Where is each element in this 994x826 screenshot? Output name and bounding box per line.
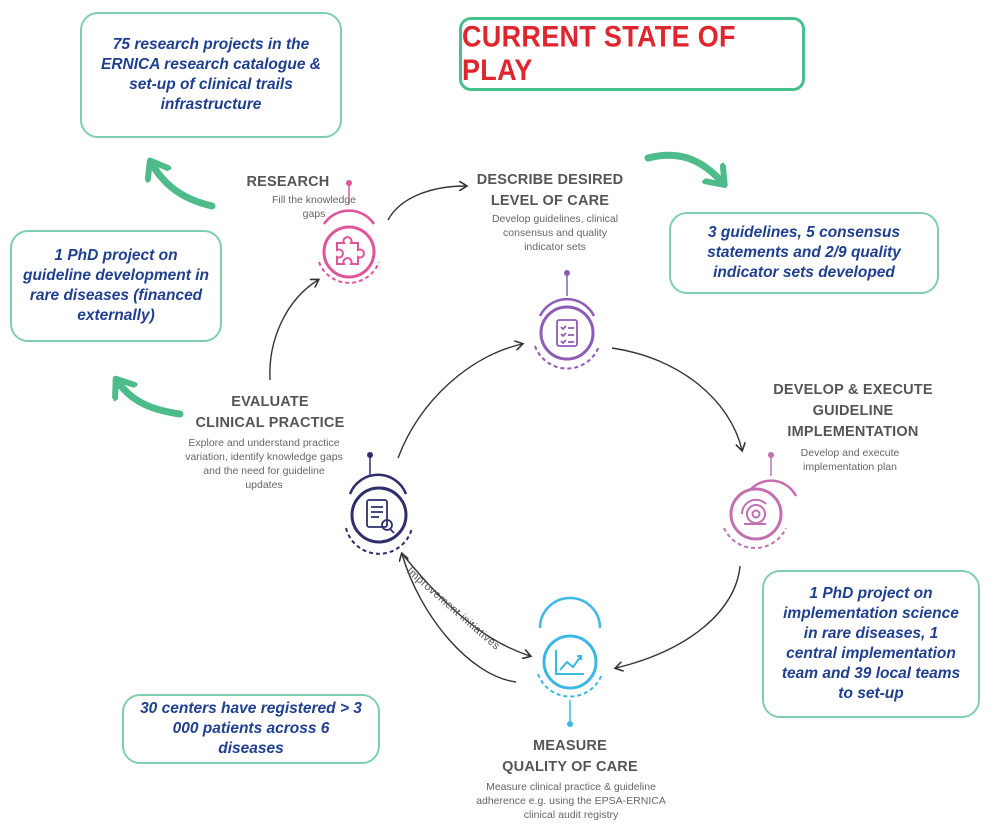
evaluate-node xyxy=(345,452,413,555)
measure-title-line1: MEASURE xyxy=(533,738,607,754)
centers-box: 30 centers have registered > 3 000 patie… xyxy=(122,694,380,764)
develop-node xyxy=(723,452,798,549)
title-box: CURRENT STATE OF PLAY xyxy=(459,17,805,91)
research-title: RESEARCH xyxy=(208,172,368,193)
measure-title: MEASURE QUALITY OF CARE xyxy=(480,736,660,778)
describe-title-line2: LEVEL OF CARE xyxy=(490,193,610,209)
phd-guideline-box: 1 PhD project on guideline development i… xyxy=(10,230,222,342)
research-title-text: RESEARCH xyxy=(246,174,330,190)
research-desc: Fill the knowledge gaps xyxy=(271,194,357,220)
gear-cycle-icon xyxy=(740,498,767,525)
describe-desc: Develop guidelines, clinical consensus a… xyxy=(491,213,619,253)
arrow-evaluate-to-research xyxy=(269,280,318,381)
arrow-evaluate-to-describe xyxy=(397,344,522,459)
phd-implementation-text: 1 PhD project on implementation science … xyxy=(781,585,961,702)
green-arrow-guidelines xyxy=(644,151,722,182)
describe-title: DESCRIBE DESIRED LEVEL OF CARE xyxy=(462,170,638,212)
green-arrow-research xyxy=(152,164,216,210)
arrow-measure-to-evaluate xyxy=(402,554,517,683)
arrow-research-to-describe xyxy=(387,186,466,221)
green-arrow-evaluate xyxy=(118,382,184,418)
describe-node xyxy=(534,270,600,370)
arrow-evaluate-to-measure xyxy=(403,555,530,656)
evaluate-title-line1: EVALUATE xyxy=(231,394,309,410)
puzzle-icon xyxy=(336,236,365,265)
chart-icon xyxy=(555,650,584,675)
measure-node xyxy=(537,596,603,727)
measure-title-line2: QUALITY OF CARE xyxy=(502,759,638,775)
centers-text: 30 centers have registered > 3 000 patie… xyxy=(140,700,362,757)
research-node xyxy=(318,180,380,284)
evaluate-desc: Explore and understand practice variatio… xyxy=(185,437,343,491)
develop-title-line2: GUIDELINE xyxy=(812,403,894,419)
checklist-icon xyxy=(556,319,578,347)
page-title: CURRENT STATE OF PLAY xyxy=(462,20,736,87)
research-projects-box: 75 research projects in the ERNICA resea… xyxy=(80,12,342,138)
arrow-develop-to-measure xyxy=(616,565,741,668)
arrow-describe-to-develop xyxy=(611,347,742,450)
research-projects-text: 75 research projects in the ERNICA resea… xyxy=(101,36,321,113)
develop-title-line1: DEVELOP & EXECUTE xyxy=(773,382,933,398)
describe-title-line1: DESCRIBE DESIRED xyxy=(476,172,624,188)
develop-title: DEVELOP & EXECUTE GUIDELINE IMPLEMENTATI… xyxy=(748,380,958,443)
guidelines-box: 3 guidelines, 5 consensus statements and… xyxy=(669,212,939,294)
evaluate-title-line2: CLINICAL PRACTICE xyxy=(195,415,345,431)
improvement-label: Improvement initiatives xyxy=(404,565,502,653)
measure-desc: Measure clinical practice & guideline ad… xyxy=(476,781,666,821)
evaluate-title: EVALUATE CLINICAL PRACTICE xyxy=(190,392,350,434)
develop-desc: Develop and execute implementation plan xyxy=(800,447,900,473)
phd-guideline-text: 1 PhD project on guideline development i… xyxy=(22,247,210,324)
phd-implementation-box: 1 PhD project on implementation science … xyxy=(762,570,980,718)
develop-title-line3: IMPLEMENTATION xyxy=(787,424,919,440)
guidelines-text: 3 guidelines, 5 consensus statements and… xyxy=(707,224,901,281)
document-magnifier-icon xyxy=(366,499,395,534)
